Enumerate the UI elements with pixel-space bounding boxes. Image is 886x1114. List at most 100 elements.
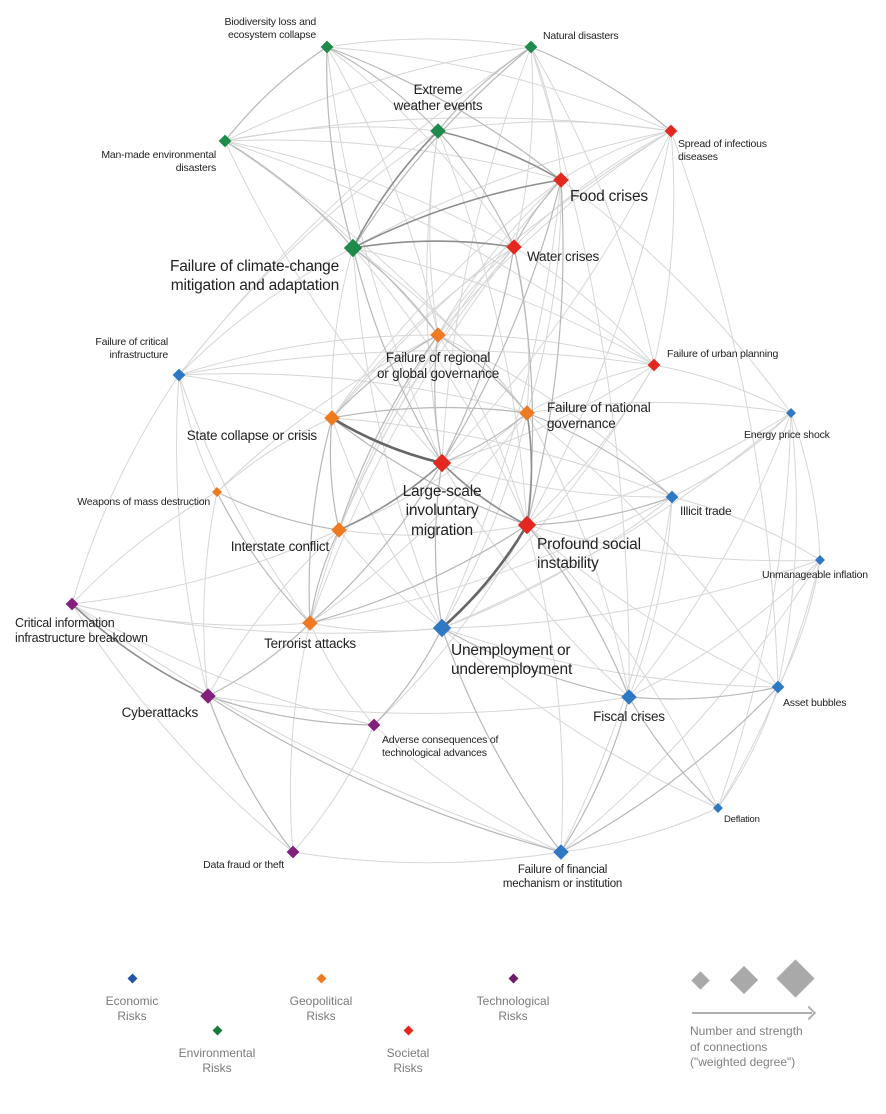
node-climate[interactable] bbox=[343, 238, 363, 258]
edge-asset-financial bbox=[560, 686, 779, 853]
edge-unemployment-financial bbox=[441, 627, 562, 853]
label-line: migration bbox=[411, 521, 473, 539]
node-regional[interactable] bbox=[430, 327, 446, 343]
node-inflation[interactable] bbox=[815, 555, 825, 565]
edge-regional-illicit bbox=[437, 334, 673, 498]
edge-manmade-food bbox=[224, 139, 562, 181]
label-line: Biodiversity loss and bbox=[224, 16, 316, 28]
edge-fiscal-financial bbox=[560, 696, 630, 853]
edge-interstate-terrorist bbox=[309, 529, 340, 624]
edge-cii-unemployment bbox=[71, 603, 443, 634]
edge-migration-interstate bbox=[338, 462, 443, 531]
edge-natural-manmade bbox=[224, 46, 532, 142]
node-infrastructure[interactable] bbox=[172, 368, 186, 382]
edge-social-fiscal bbox=[526, 524, 630, 698]
label-line: instability bbox=[537, 555, 599, 573]
label-line: Failure of urban planning bbox=[667, 348, 779, 360]
label-line: Unmanageable inflation bbox=[762, 569, 868, 581]
edge-climate-unemployment bbox=[352, 247, 443, 629]
edge-biodiversity-regional bbox=[326, 46, 439, 336]
edge-water-interstate bbox=[338, 246, 515, 531]
node-financial[interactable] bbox=[553, 844, 569, 860]
edge-manmade-regional bbox=[224, 140, 439, 336]
edge-biodiversity-manmade bbox=[224, 46, 328, 142]
node-food[interactable] bbox=[553, 172, 569, 188]
node-biodiversity[interactable] bbox=[320, 40, 334, 54]
node-migration[interactable] bbox=[432, 453, 452, 473]
edge-infectious-statecollapse bbox=[331, 130, 672, 419]
label-line: technological advances bbox=[382, 746, 487, 759]
edge-wmd-cyber bbox=[203, 491, 218, 697]
edge-statecollapse-national bbox=[331, 406, 528, 419]
label-line: Unemployment or bbox=[451, 642, 571, 659]
edge-cyber-financial bbox=[207, 695, 562, 853]
edge-extreme-water bbox=[437, 130, 515, 248]
legend-label: Geopolitical bbox=[289, 994, 353, 1008]
edge-water-national bbox=[513, 246, 530, 414]
arrow-right-icon bbox=[692, 1012, 812, 1014]
label-datafraud: Data fraud or theft bbox=[203, 859, 284, 872]
edge-infrastructure-national bbox=[178, 373, 528, 414]
edge-extreme-biodiversity bbox=[326, 46, 439, 132]
caption-line: of connections bbox=[690, 1039, 768, 1054]
legend-label: Risks bbox=[202, 1061, 232, 1075]
node-unemployment[interactable] bbox=[432, 618, 452, 638]
label-line: Failure of national bbox=[547, 400, 651, 415]
edge-biodiversity-water bbox=[326, 46, 515, 248]
label-interstate: Interstate conflict bbox=[231, 539, 329, 555]
edge-statecollapse-migration bbox=[331, 416, 443, 465]
caption-line: ("weighted degree") bbox=[690, 1055, 796, 1070]
edge-energy-illicit bbox=[671, 412, 792, 498]
edge-illicit-fiscal bbox=[628, 496, 673, 698]
node-energy[interactable] bbox=[786, 408, 796, 418]
edge-national-unemployment bbox=[441, 412, 528, 629]
edge-natural-food bbox=[530, 46, 562, 181]
legend-label: Risks bbox=[306, 1009, 336, 1023]
node-social[interactable] bbox=[517, 515, 537, 535]
edge-extreme-manmade bbox=[224, 126, 439, 142]
edge-food-migration bbox=[441, 179, 562, 464]
edge-adverse-financial bbox=[373, 724, 562, 853]
edge-natural-infrastructure bbox=[178, 46, 532, 376]
label-line: Natural disasters bbox=[543, 30, 619, 42]
edge-wmd-cii bbox=[71, 491, 218, 605]
node-water[interactable] bbox=[506, 239, 522, 255]
label-line: Interstate conflict bbox=[230, 539, 329, 554]
edge-terrorist-cyber bbox=[207, 622, 311, 697]
edge-national-asset bbox=[526, 412, 779, 688]
node-wmd[interactable] bbox=[212, 487, 222, 497]
edge-urban-migration bbox=[441, 364, 655, 464]
edge-statecollapse-wmd bbox=[216, 417, 333, 493]
label-urban: Failure of urban planning bbox=[667, 348, 778, 361]
edge-national-illicit bbox=[526, 412, 673, 498]
edge-cyber-adverse bbox=[207, 695, 375, 726]
edge-manmade-urban bbox=[224, 140, 655, 366]
edge-urban-national bbox=[526, 364, 655, 414]
edge-regional-urban bbox=[437, 334, 655, 366]
label-line: Failure of climate-change bbox=[169, 258, 339, 275]
edge-migration-unemployment bbox=[434, 462, 443, 629]
edge-climate-infrastructure bbox=[178, 247, 354, 376]
legend-societal: Societal Risks bbox=[368, 1025, 448, 1076]
edge-statecollapse-interstate bbox=[329, 417, 340, 531]
edge-inflation-financial bbox=[560, 559, 821, 853]
edge-biodiversity-natural bbox=[326, 38, 532, 48]
label-line: weather events bbox=[393, 98, 483, 114]
edge-cii-adverse bbox=[71, 603, 375, 726]
node-fiscal[interactable] bbox=[621, 689, 637, 705]
edge-urban-social bbox=[526, 364, 655, 526]
node-cyber[interactable] bbox=[200, 688, 216, 704]
label-line: Energy price shock bbox=[744, 429, 830, 441]
edge-manmade-water bbox=[224, 140, 515, 248]
node-manmade[interactable] bbox=[218, 134, 232, 148]
label-line: Failure of critical bbox=[95, 336, 168, 348]
node-deflation[interactable] bbox=[713, 803, 723, 813]
edge-illicit-social bbox=[526, 496, 673, 526]
edge-energy-asset bbox=[777, 412, 797, 688]
label-deflation: Deflation bbox=[724, 814, 760, 825]
edge-climate-regional bbox=[352, 247, 439, 336]
